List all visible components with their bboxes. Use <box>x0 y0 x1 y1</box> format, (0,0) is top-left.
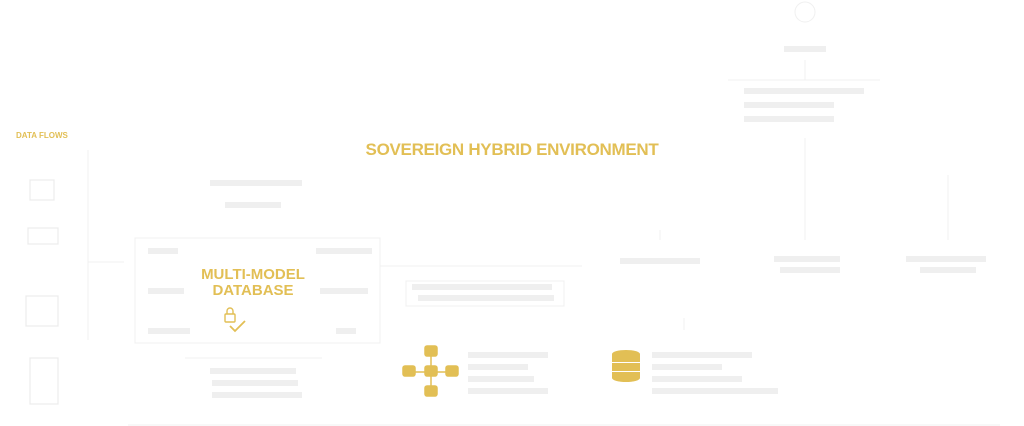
page-title: SOVEREIGN HYBRID ENVIRONMENT <box>365 140 659 159</box>
text-line <box>906 256 986 262</box>
text-line <box>316 248 372 254</box>
database-stack-icon <box>612 350 640 382</box>
text-line <box>418 295 554 301</box>
text-line <box>468 376 534 382</box>
text-line <box>774 256 840 262</box>
text-line <box>652 376 742 382</box>
database-frame <box>134 237 381 344</box>
text-line <box>652 364 722 370</box>
text-line <box>148 288 184 294</box>
text-line <box>468 352 548 358</box>
lock-icon <box>224 307 236 323</box>
text-line <box>210 180 302 186</box>
user-icon <box>794 1 816 23</box>
flow-icon-3 <box>25 295 59 327</box>
text-line <box>468 388 548 394</box>
text-line <box>212 392 302 398</box>
text-line <box>468 364 528 370</box>
text-line <box>744 116 834 122</box>
text-line <box>336 328 356 334</box>
flow-icon-4 <box>29 357 59 405</box>
flow-icon-2 <box>27 227 59 245</box>
database-title: MULTI-MODEL DATABASE <box>188 267 318 299</box>
text-line <box>210 368 296 374</box>
text-line <box>148 328 190 334</box>
database-title-line2: DATABASE <box>212 282 294 299</box>
database-title-line1: MULTI-MODEL <box>201 266 305 283</box>
data-flows-label: DATA FLOWS <box>16 131 68 140</box>
text-line <box>412 284 552 290</box>
text-line <box>320 288 368 294</box>
text-line <box>212 380 298 386</box>
service-frame <box>405 280 565 307</box>
text-line <box>744 102 834 108</box>
node-network-icon <box>402 345 459 397</box>
text-line <box>225 202 281 208</box>
text-line <box>148 248 178 254</box>
text-line <box>744 88 864 94</box>
check-icon <box>229 320 246 333</box>
text-line <box>784 46 826 52</box>
text-line <box>780 267 840 273</box>
text-line <box>652 352 752 358</box>
text-line <box>920 267 976 273</box>
text-line <box>620 258 700 264</box>
text-line <box>652 388 778 394</box>
flow-icon-1 <box>29 179 55 201</box>
